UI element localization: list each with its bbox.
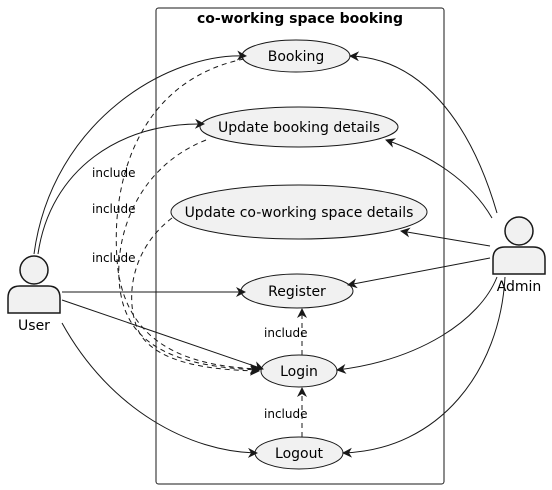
use-case-logout-label: Logout xyxy=(275,446,323,462)
include-label-logout-login: include xyxy=(264,407,307,421)
use-case-update-booking-details[interactable]: Update booking details xyxy=(199,106,399,148)
user-actor-label: User xyxy=(18,318,50,334)
actor-admin[interactable]: Admin xyxy=(492,216,546,295)
use-case-update-booking-details-label: Update booking details xyxy=(218,120,380,136)
user-actor-body-icon xyxy=(7,285,61,314)
user-actor-head-icon xyxy=(19,255,49,285)
use-case-booking-label: Booking xyxy=(268,49,325,65)
use-case-login-label: Login xyxy=(280,364,318,380)
system-boundary xyxy=(155,7,445,485)
use-case-login[interactable]: Login xyxy=(260,354,338,388)
edge-admin-logout xyxy=(342,276,506,458)
use-case-logout[interactable]: Logout xyxy=(254,436,344,470)
use-case-register[interactable]: Register xyxy=(240,273,354,309)
edge-admin-register xyxy=(347,257,491,289)
admin-actor-head-icon xyxy=(504,216,534,246)
edge-admin-update-booking xyxy=(385,138,493,219)
edge-user-update-booking xyxy=(37,118,205,255)
edge-user-logout xyxy=(61,322,258,458)
edge-admin-login xyxy=(336,276,498,374)
include-update-booking-login xyxy=(118,139,260,375)
include-update-space-login xyxy=(131,217,260,376)
use-case-update-space-details-label: Update co-working space details xyxy=(185,205,414,221)
include-label-booking: include xyxy=(92,166,135,180)
use-case-register-label: Register xyxy=(268,284,326,300)
edge-admin-booking xyxy=(349,51,498,214)
edge-user-login xyxy=(61,299,264,371)
edge-admin-update-space xyxy=(400,227,491,247)
include-label-login-register: include xyxy=(264,326,307,340)
edge-user-booking xyxy=(33,50,247,255)
use-case-update-space-details-shape xyxy=(170,184,428,240)
actor-user[interactable]: User xyxy=(7,255,61,334)
admin-actor-label: Admin xyxy=(497,279,542,295)
use-case-booking[interactable]: Booking xyxy=(241,39,351,73)
use-case-update-space-details[interactable]: Update co-working space details xyxy=(170,184,428,240)
admin-actor-body-icon xyxy=(492,246,546,275)
include-label-update-space: include xyxy=(92,251,135,265)
include-booking-login xyxy=(115,58,260,374)
system-title: co-working space booking xyxy=(197,11,403,27)
include-label-update-booking: include xyxy=(92,202,135,216)
